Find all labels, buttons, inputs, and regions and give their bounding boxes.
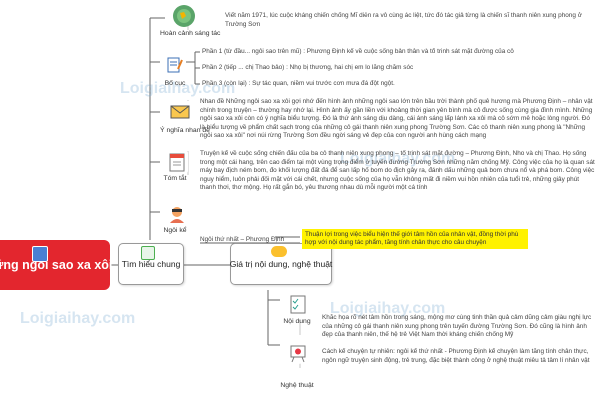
branch-label-noi-dung: Nội dung — [283, 318, 311, 325]
y-nghia-text: Nhan đề Những ngôi sao xa xôi gợi nhớ đế… — [200, 98, 593, 140]
watermark: Loigiaihay.com — [20, 310, 136, 327]
envelope-icon — [169, 101, 191, 123]
watermark: Loigiaihay.com — [340, 150, 456, 167]
watermark: Loigiaihay.com — [120, 80, 236, 97]
branch-label-nghe-thuat: Nghệ thuật — [280, 382, 314, 389]
checklist-icon — [287, 293, 309, 315]
branch-label-tom-tat: Tóm tắt — [163, 175, 187, 182]
bo-cuc-part-2: Phần 2 (tiếp ... chị Thao bảo) : Nhọ bị … — [202, 64, 414, 71]
watermark: Loigiaihay.com — [330, 300, 446, 317]
notepad-icon — [166, 151, 188, 173]
branch-label-hoan-canh: Hoàn cảnh sáng tác — [160, 30, 221, 37]
art-icon — [287, 342, 309, 364]
branch-label-y-nghia: Ý nghĩa nhan đề — [160, 127, 210, 134]
bo-cuc-part-1: Phần 1 (từ đầu... ngôi sao trên mũ) : Ph… — [202, 48, 514, 55]
nghe-thuat-text: Cách kể chuyện tự nhiên: ngôi kể thứ nhấ… — [322, 348, 590, 364]
noi-dung-text: Khắc họa rõ nét tâm hồn trong sáng, mộng… — [322, 314, 592, 339]
hoan-canh-text: Viết năm 1971, lúc cuộc kháng chiến chốn… — [225, 12, 582, 28]
globe-icon — [173, 5, 195, 27]
root-title: Những ngôi sao xa xôi — [0, 258, 113, 272]
document-icon — [141, 246, 155, 260]
book-icon — [32, 246, 48, 262]
ngoi-ke-highlight: Thuận lợi trong việc biểu hiện thế giới … — [302, 229, 528, 250]
chat-icon — [271, 246, 287, 257]
branch-label-bo-cuc: Bố cục — [164, 80, 186, 87]
root-node: Những ngôi sao xa xôi — [0, 240, 113, 290]
pen-icon — [164, 54, 186, 76]
narrator-icon — [166, 203, 188, 225]
branch-label-ngoi-ke: Ngôi kể — [163, 227, 187, 234]
tom-tat-text: Truyện kể về cuộc sống chiến đấu của ba … — [200, 150, 595, 192]
bo-cuc-part-3: Phần 3 (còn lại) : Sự tác quan, niềm vui… — [202, 80, 395, 87]
ngoi-ke-text: Ngôi thứ nhất – Phương Định — [200, 236, 285, 243]
